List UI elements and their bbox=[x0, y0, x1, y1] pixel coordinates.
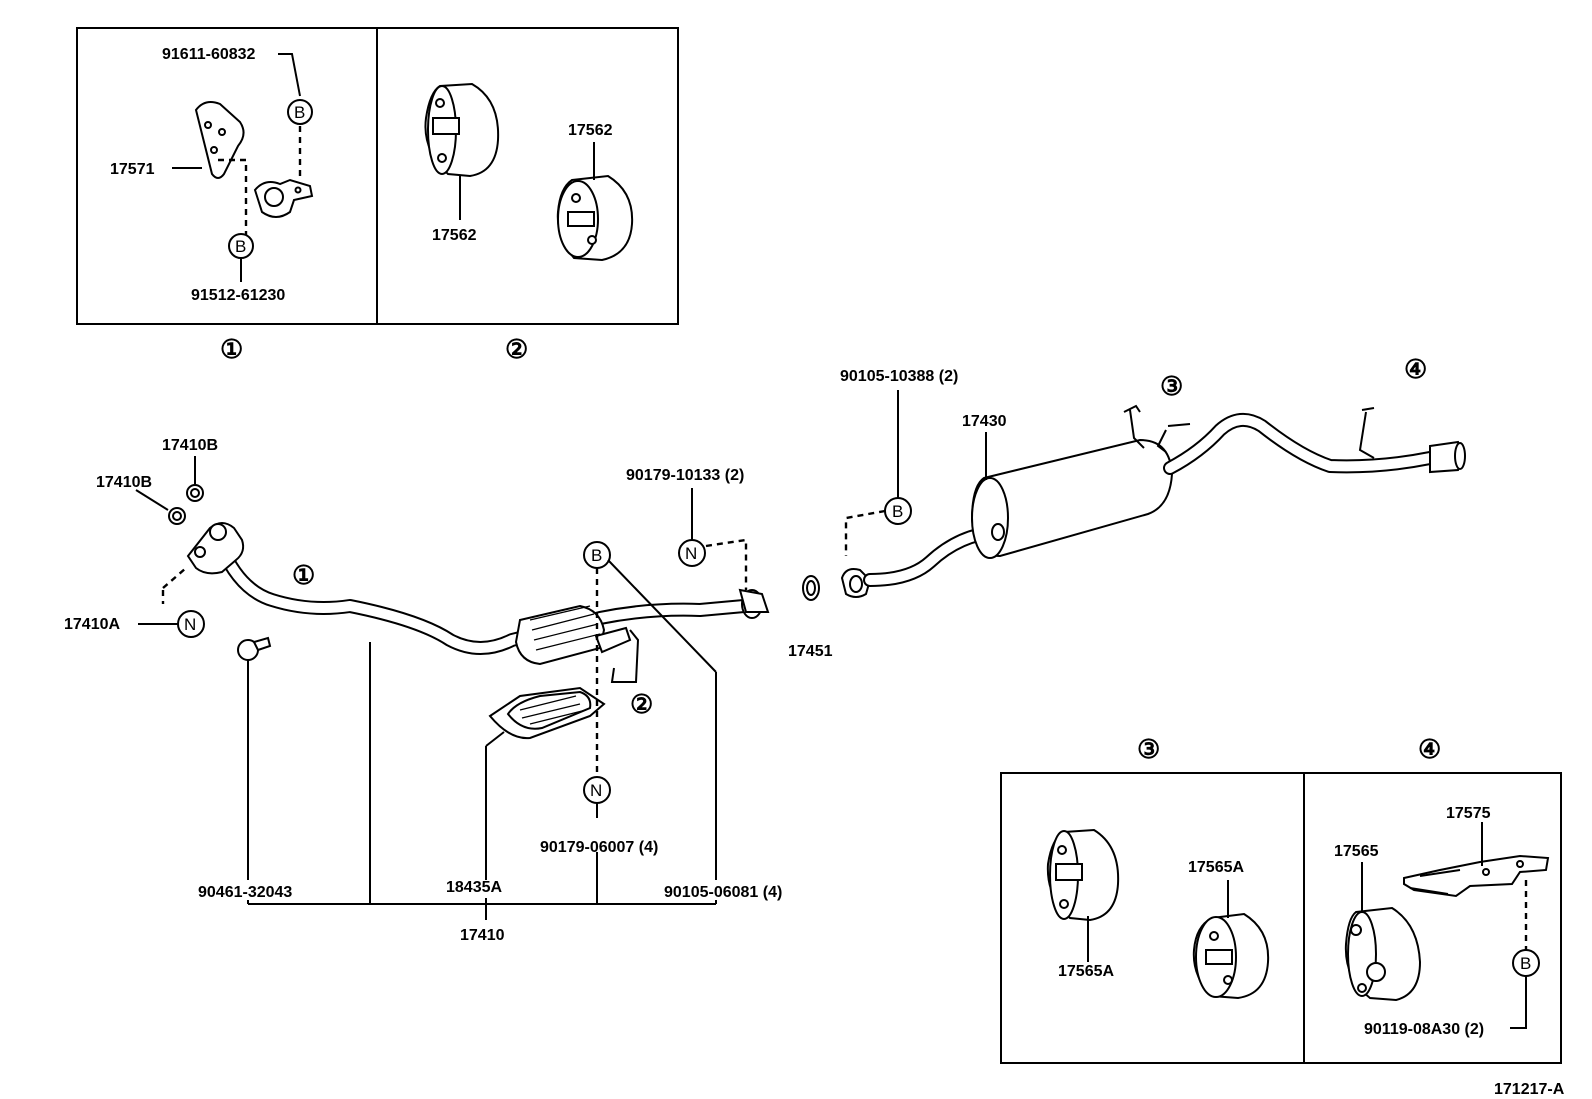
svg-text:N: N bbox=[685, 544, 697, 563]
part-number-17565a: 17565A bbox=[1188, 859, 1244, 876]
svg-text:N: N bbox=[590, 781, 602, 800]
heat-insulator bbox=[488, 686, 606, 740]
svg-text:B: B bbox=[892, 502, 903, 521]
tail-pipe-muffler bbox=[840, 404, 1466, 598]
marker-n: N bbox=[583, 776, 611, 804]
detail-label-4: ④ bbox=[1418, 734, 1441, 764]
front-exhaust-pipe bbox=[186, 522, 770, 655]
part-number-17575: 17575 bbox=[1446, 805, 1491, 822]
catalytic-converter bbox=[514, 604, 640, 683]
callout-3: ③ bbox=[1160, 371, 1183, 401]
part-number-90179-10133: 90179-10133 (2) bbox=[626, 467, 744, 484]
callout-1: ① bbox=[292, 560, 315, 590]
part-number-90461-32043: 90461-32043 bbox=[198, 884, 292, 901]
assembly-bracket bbox=[247, 642, 717, 920]
detail-3-rubber-hanger bbox=[1046, 828, 1270, 1000]
detail-label-3: ③ bbox=[1137, 734, 1160, 764]
diagram-id: 171217-A bbox=[1494, 1081, 1565, 1098]
part-number-17410b: 17410B bbox=[162, 437, 218, 454]
part-number-18435a: 18435A bbox=[446, 879, 502, 896]
svg-text:B: B bbox=[1520, 954, 1531, 973]
detail-label-1: ① bbox=[220, 334, 243, 364]
svg-text:B: B bbox=[235, 237, 246, 256]
part-number-90105-10388: 90105-10388 (2) bbox=[840, 368, 958, 385]
marker-b: B bbox=[884, 497, 912, 525]
callout-4: ④ bbox=[1404, 354, 1427, 384]
marker-b: B bbox=[287, 99, 313, 125]
svg-text:B: B bbox=[294, 103, 305, 122]
marker-b: B bbox=[583, 541, 611, 569]
svg-text:B: B bbox=[591, 546, 602, 565]
detail-box-1-2 bbox=[76, 27, 679, 325]
detail-box-3-4 bbox=[1000, 772, 1562, 1064]
part-number-90179-06007: 90179-06007 (4) bbox=[540, 839, 658, 856]
part-number-17410: 17410 bbox=[460, 927, 505, 944]
callout-2: ② bbox=[630, 689, 653, 719]
detail-1-bracket bbox=[194, 101, 314, 236]
marker-n: N bbox=[177, 610, 205, 638]
part-number-17571: 17571 bbox=[110, 161, 155, 178]
detail-4-bracket-rubber bbox=[1344, 822, 1550, 1002]
marker-b: B bbox=[1512, 949, 1540, 977]
pipe-clamp bbox=[237, 636, 272, 661]
part-number-17410b: 17410B bbox=[96, 474, 152, 491]
part-number-17410a: 17410A bbox=[64, 616, 120, 633]
part-number-91512-61230: 91512-61230 bbox=[191, 287, 285, 304]
part-number-17451: 17451 bbox=[788, 643, 833, 660]
part-number-17565: 17565 bbox=[1334, 843, 1379, 860]
part-number-91611-60832: 91611-60832 bbox=[162, 46, 256, 63]
part-number-90105-06081: 90105-06081 (4) bbox=[664, 884, 782, 901]
part-number-17430: 17430 bbox=[962, 413, 1007, 430]
part-number-90119-08a30: 90119-08A30 (2) bbox=[1364, 1021, 1484, 1038]
detail-label-2: ② bbox=[505, 334, 528, 364]
detail-2-rubber-hanger bbox=[424, 82, 634, 262]
part-number-17562: 17562 bbox=[432, 227, 477, 244]
gasket-17410b bbox=[168, 484, 204, 525]
gasket-17451 bbox=[802, 575, 820, 601]
marker-n: N bbox=[678, 539, 706, 567]
svg-text:N: N bbox=[184, 615, 196, 634]
marker-b: B bbox=[228, 233, 254, 259]
part-number-17565a: 17565A bbox=[1058, 963, 1114, 980]
part-number-17562: 17562 bbox=[568, 122, 613, 139]
